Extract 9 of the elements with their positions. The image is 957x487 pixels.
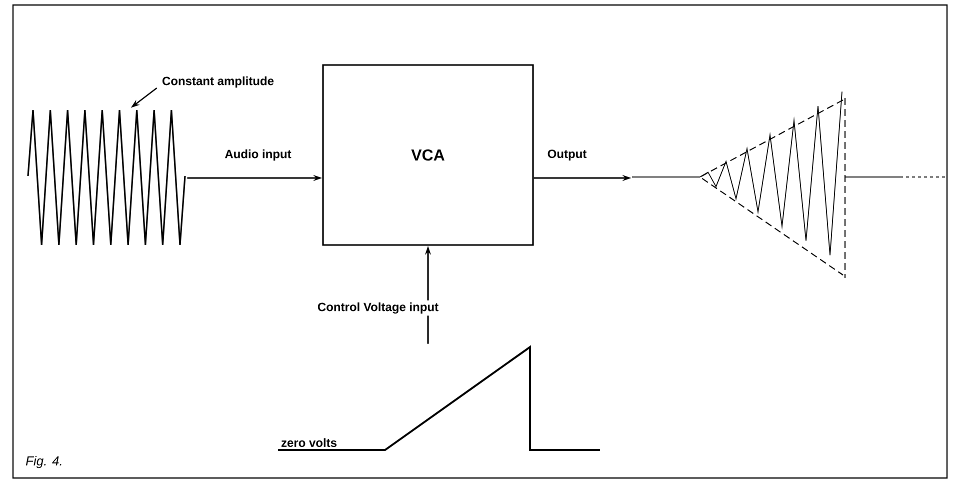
process-box: VCA [322,64,534,246]
waveform-drawing [632,91,946,279]
waveform-drawing [27,109,186,246]
baseline-label: zero volts [282,438,337,447]
edge-label: Output [545,148,589,162]
edge-label: Control Voltage input [315,300,441,316]
caption-text: Constant amplitude [162,76,274,88]
edge-label: Audio input [222,147,294,163]
figure-number: Fig. 4. [26,456,62,468]
